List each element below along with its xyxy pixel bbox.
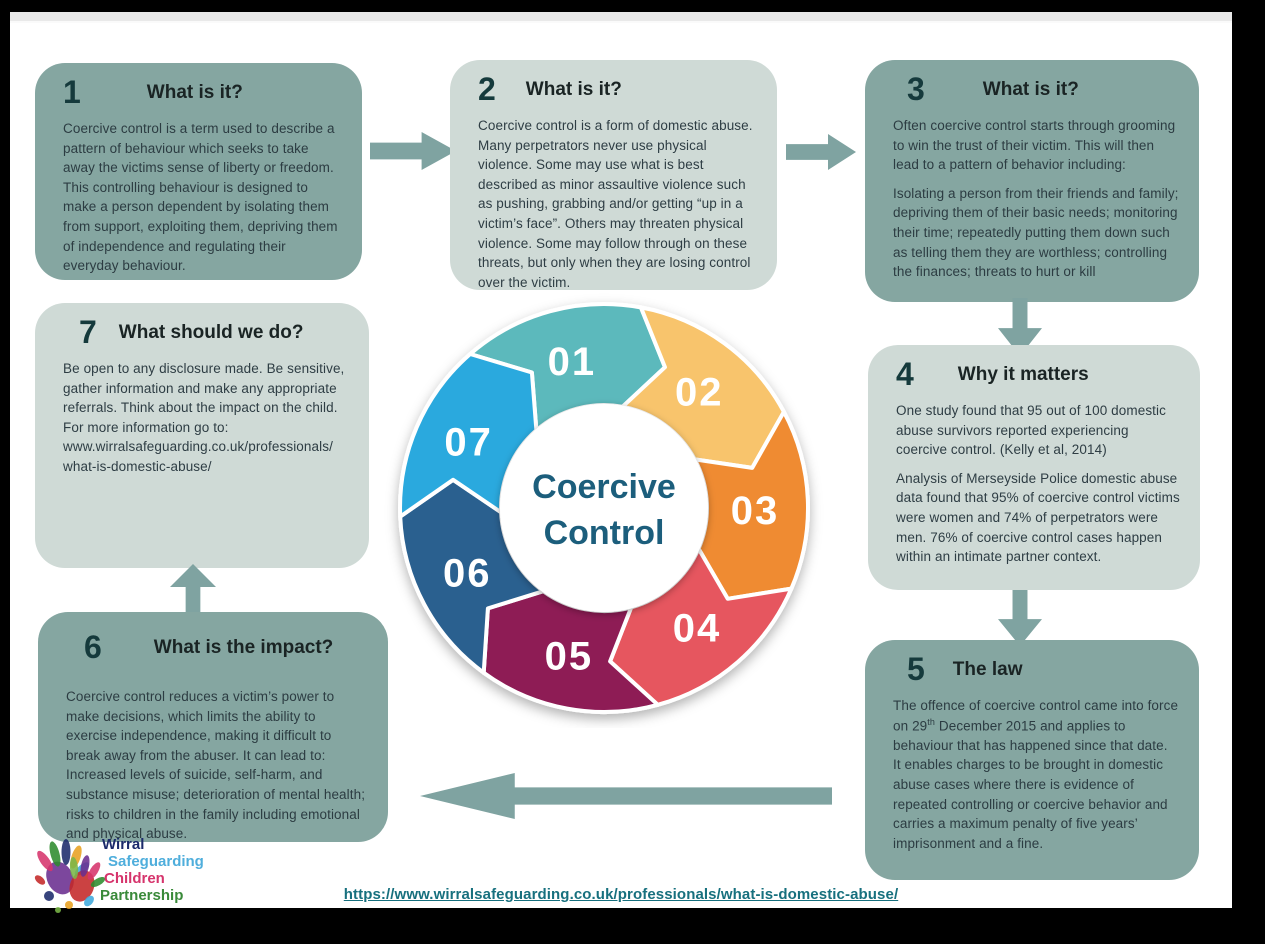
splat-blob [55, 907, 61, 913]
splat-blob [65, 901, 73, 909]
arrow-4-to-5-icon [998, 590, 1042, 646]
splat-blob [46, 861, 74, 895]
step-3-number: 3 [907, 71, 925, 107]
wheel-segment-label-07: 07 [444, 421, 493, 465]
step-7-text: Be open to any disclosure made. Be sensi… [63, 361, 345, 474]
splat-blob [84, 895, 94, 907]
footer-url-link[interactable]: https://www.wirralsafeguarding.co.uk/pro… [343, 886, 899, 903]
step-4-box: 4 Why it matters One study found that 95… [868, 345, 1200, 590]
step-3-text-1: Often coercive control starts through gr… [893, 118, 1176, 173]
step-7-title: What should we do? [118, 321, 304, 343]
wheel-title-line2: Control [544, 514, 665, 552]
wheel-segment-label-06: 06 [443, 552, 492, 596]
step-6-header: 6 What is the impact? [66, 629, 368, 665]
splat-blob [61, 839, 71, 865]
splat-blob [69, 857, 79, 879]
step-1-header: 1 What is it? [63, 74, 342, 110]
page-top-edge [10, 12, 1232, 23]
step-1-text: Coercive control is a term used to descr… [63, 121, 338, 274]
logo-line: Safeguarding [108, 853, 204, 870]
step-1-number: 1 [63, 74, 81, 110]
step-5-number: 5 [907, 651, 925, 687]
wheel-center-circle [500, 404, 708, 612]
step-5-text: The offence of coercive control came int… [893, 698, 1179, 851]
step-3-text-2: Isolating a person from their friends an… [893, 185, 1179, 280]
step-3-title: What is it? [982, 78, 1079, 100]
coercive-control-cycle-wheel: 01 02 03 04 05 06 07 Coercive Control [398, 302, 810, 714]
step-2-number: 2 [478, 71, 496, 107]
step-2-box: 2 What is it? Coercive control is a form… [450, 60, 777, 290]
step-1-title: What is it? [146, 81, 243, 103]
step-7-header: 7 What should we do? [63, 314, 349, 350]
step-6-text: Coercive control reduces a victim’s powe… [66, 689, 366, 842]
step-2-title: What is it? [525, 78, 622, 100]
step-2-text: Coercive control is a form of domestic a… [478, 118, 753, 290]
step-4-number: 4 [896, 356, 914, 392]
step-6-title: What is the impact? [153, 636, 334, 658]
step-4-text-2: Analysis of Merseyside Police domestic a… [896, 470, 1180, 565]
arrow-5-to-6-icon [420, 772, 832, 820]
step-5-header: 5 The law [893, 651, 1179, 687]
splat-blob [34, 875, 46, 885]
step-3-box: 3 What is it? Often coercive control sta… [865, 60, 1199, 302]
splat-blob [80, 855, 90, 877]
wheel-segment-label-04: 04 [673, 606, 722, 650]
logo-line: Wirral [102, 836, 145, 853]
wheel-segment-label-05: 05 [545, 634, 594, 678]
arrow-2-to-3-icon [786, 134, 856, 170]
wheel-title-line1: Coercive [532, 468, 676, 506]
step-7-link-continued[interactable]: what-is-domestic-abuse/ [63, 459, 212, 474]
step-2-header: 2 What is it? [478, 71, 757, 107]
step-4-text-1: One study found that 95 out of 100 domes… [896, 403, 1166, 458]
splat-blob [44, 891, 54, 901]
document-page: 1 What is it? Coercive control is a term… [10, 12, 1232, 913]
step-4-title: Why it matters [957, 363, 1089, 385]
step-7-box: 7 What should we do? Be open to any disc… [35, 303, 369, 568]
logo-line: Children [104, 870, 165, 887]
step-5-title: The law [952, 658, 1023, 680]
step-5-box: 5 The law The offence of coercive contro… [865, 640, 1199, 880]
wheel-segment-label-03: 03 [731, 489, 780, 533]
handprint-splat-icon [34, 839, 106, 913]
arrow-1-to-2-icon [370, 132, 456, 170]
step-7-number: 7 [79, 314, 97, 350]
step-1-box: 1 What is it? Coercive control is a term… [35, 63, 362, 280]
step-7-link[interactable]: www.wirralsafeguarding.co.uk/professiona… [63, 439, 333, 455]
wheel-segment-label-02: 02 [675, 370, 724, 414]
step-3-header: 3 What is it? [893, 71, 1179, 107]
wheel-segment-label-01: 01 [548, 340, 597, 384]
logo-line: Partnership [100, 887, 184, 904]
ordinal-suffix: th [927, 716, 936, 727]
logo-text: Wirral Safeguarding Children Partnership [100, 836, 204, 904]
step-6-number: 6 [84, 629, 102, 665]
splat-blob [90, 876, 106, 888]
splat-blob [49, 841, 61, 867]
step-6-box: 6 What is the impact? Coercive control r… [38, 612, 388, 842]
arrow-6-to-7-icon [170, 564, 216, 614]
splat-blob [37, 850, 53, 872]
wirral-safeguarding-logo: Wirral Safeguarding Children Partnership [28, 828, 204, 916]
splat-blob [87, 862, 101, 880]
step-4-header: 4 Why it matters [896, 356, 1180, 392]
